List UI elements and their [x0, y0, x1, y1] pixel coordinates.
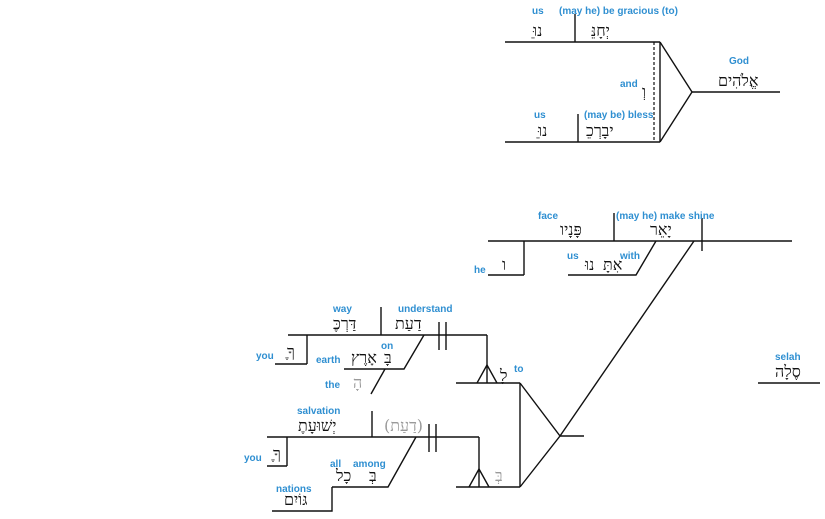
- gloss-us-1: us: [532, 6, 544, 17]
- clause1-lines: [505, 14, 780, 143]
- hebrew-on: בָּ: [384, 348, 392, 367]
- hebrew-and: וְ: [642, 82, 646, 101]
- hebrew-verb-bless: יבָרְכֵ: [586, 121, 614, 140]
- hebrew-the: הָ: [353, 373, 362, 392]
- purpose-joiner-lines: [519, 382, 584, 488]
- hebrew-with: אִתָּ: [603, 255, 623, 274]
- hebrew-he: ו: [502, 255, 506, 274]
- hebrew-way: דַּרְכֶּ: [333, 314, 356, 333]
- gloss-face: face: [538, 211, 558, 222]
- purpose2-lines: [267, 411, 520, 512]
- gloss-with: with: [619, 251, 640, 262]
- hebrew-nations: גּוֹיִם: [284, 490, 308, 509]
- hebrew-make-shine: יָאֵר: [650, 220, 672, 239]
- hebrew-implied-understand: (דַעַת): [384, 416, 423, 435]
- hebrew-you-2: ֶךָ: [271, 444, 281, 463]
- gloss-us-2: us: [534, 110, 546, 121]
- gloss-selah: selah: [775, 352, 801, 363]
- gloss-the: the: [325, 380, 340, 391]
- gloss-understand: understand: [398, 304, 452, 315]
- gloss-you-1: you: [256, 351, 274, 362]
- hebrew-you-1: ֶךָ: [285, 342, 295, 361]
- gloss-nations: nations: [276, 484, 312, 495]
- hebrew-earth: אָרֶץ: [351, 348, 377, 367]
- hebrew-among: בְּ: [369, 466, 377, 485]
- gloss-salvation: salvation: [297, 406, 340, 417]
- hebrew-god: אֱלֹהִים: [718, 71, 759, 90]
- gloss-on: on: [381, 341, 393, 352]
- gloss-us-3: us: [567, 251, 579, 262]
- hebrew-implied-to: בְּ: [495, 466, 503, 485]
- hebrew-selah: סֶלָה: [775, 362, 801, 381]
- hebrew-understand: דַעַת: [395, 314, 422, 333]
- hebrew-obj-gracious: ֵנוּ: [531, 21, 542, 40]
- gloss-all: all: [330, 459, 341, 470]
- gloss-way: way: [332, 304, 352, 315]
- gloss-you-2: you: [244, 453, 262, 464]
- gloss-to: to: [514, 364, 523, 375]
- hebrew-salvation: יְשׁוּעָתֶ: [298, 416, 336, 435]
- gloss-be-gracious: (may he) be gracious (to): [559, 6, 678, 17]
- purpose1-lines: [275, 307, 520, 395]
- gloss-make-shine: (may he) make shine: [616, 211, 715, 222]
- hebrew-all: כָל: [335, 466, 351, 485]
- gloss-he: he: [474, 265, 486, 276]
- hebrew-obj-bless: ֵנוּ: [536, 121, 547, 140]
- gloss-and: and: [620, 79, 638, 90]
- hebrew-to: לָ: [499, 366, 507, 385]
- clause2-lines: [488, 213, 792, 437]
- gloss-god: God: [729, 56, 749, 67]
- hebrew-face: פָּנָיו: [560, 220, 582, 239]
- hebrew-verb-gracious: יְחָנֵּ: [591, 21, 610, 40]
- gloss-may-be-bless: (may be) bless: [584, 110, 654, 121]
- gloss-among: among: [353, 459, 386, 470]
- hebrew-us-3: נוּ: [584, 255, 594, 274]
- gloss-earth: earth: [316, 355, 340, 366]
